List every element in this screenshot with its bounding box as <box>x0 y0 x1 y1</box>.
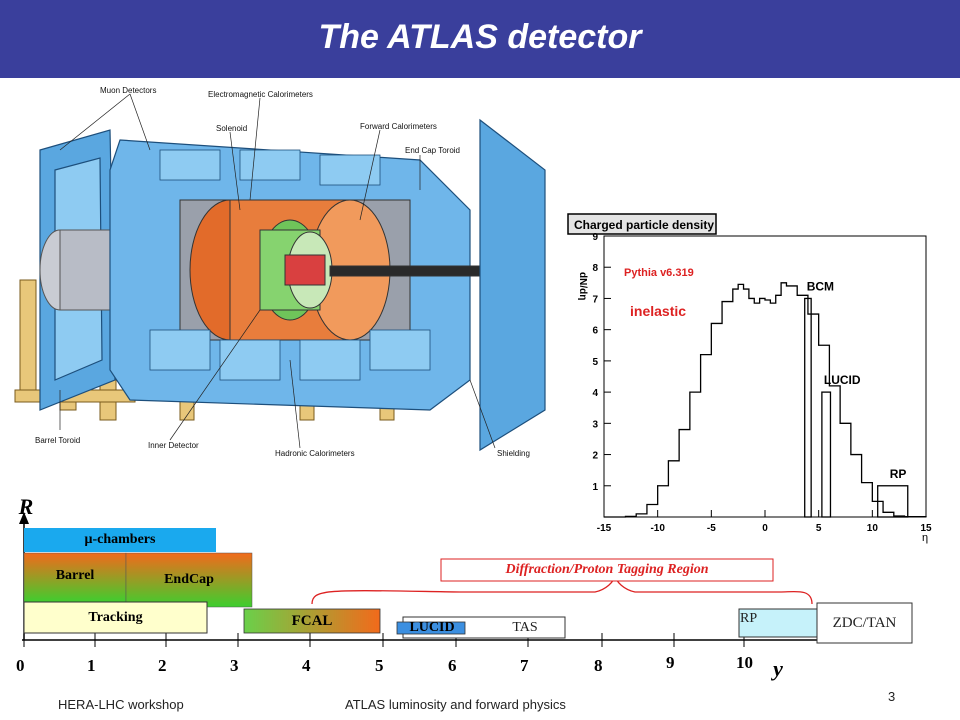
y-tick-label: 0 <box>16 656 25 675</box>
lucid-label: LUCID <box>409 620 455 635</box>
y-tick-label: 3 <box>230 656 239 675</box>
detector-label-lucid: LUCID <box>824 373 861 387</box>
y-tick-label: 7 <box>592 294 598 305</box>
x-tick-label: 5 <box>816 523 822 534</box>
y-tick-label: 8 <box>592 263 598 274</box>
detector-acceptance-bcm <box>804 297 812 518</box>
y-tick-label: 5 <box>375 656 384 675</box>
tracking-box <box>23 601 208 634</box>
y-tick-label: 8 <box>594 656 603 675</box>
charged-particle-density-plot: Charged particle density 1 2 3 4 5 6 7 8 9 -15 -10… <box>566 212 942 547</box>
y-tick-label: 6 <box>448 656 457 675</box>
x-tick-label: 0 <box>762 523 768 534</box>
x-axis-label: η <box>922 532 928 544</box>
hadronic-calorimeters-label: Hadronic Calorimeters <box>275 449 355 458</box>
generator-label: Pythia v6.319 <box>624 267 694 279</box>
plot-title: Charged particle density <box>574 218 714 232</box>
y-tick-label: 9 <box>666 653 675 672</box>
title-bar <box>0 0 960 78</box>
detector-label-rp: RP <box>890 467 907 481</box>
zdc-box <box>816 602 913 644</box>
muon-detectors-label: Muon Detectors <box>100 86 157 95</box>
y-tick-label: 6 <box>592 326 598 337</box>
x-tick-label: -5 <box>707 523 716 534</box>
y-tick-label: 4 <box>592 388 598 399</box>
y-tick-label: 1 <box>592 482 598 493</box>
y-axis-label: y <box>773 656 783 681</box>
em-calorimeters-label: Electromagnetic Calorimeters <box>208 90 313 99</box>
detector-acceptance-rp <box>877 485 909 518</box>
mu-chambers-box <box>24 528 216 552</box>
mu-chambers-label: μ-chambers <box>84 532 156 547</box>
footer-talk-title: ATLAS luminosity and forward physics <box>345 697 566 712</box>
footer-workshop: HERA-LHC workshop <box>58 697 184 712</box>
endcap-label: EndCap <box>164 572 214 587</box>
y-axis-label: dN/dη <box>577 272 588 300</box>
r-axis-label: R <box>18 494 34 519</box>
diffraction-region-label: Diffraction/Proton Tagging Region <box>505 562 709 577</box>
barrel-label: Barrel <box>55 568 95 583</box>
x-tick-label: -15 <box>597 523 612 534</box>
inner-detector-label: Inner Detector <box>148 441 199 450</box>
fcal-box <box>243 608 381 634</box>
zdc-tan-label: ZDC/TAN <box>832 614 897 631</box>
end-cap-toroid-label: End Cap Toroid <box>405 146 460 155</box>
slide-title: The ATLAS detector <box>318 18 642 56</box>
solenoid-label: Solenoid <box>216 124 248 133</box>
page-number: 3 <box>888 689 896 704</box>
endcap-box <box>125 552 253 608</box>
lucid-box <box>396 621 466 635</box>
barrel-toroid-label: Barrel Toroid <box>35 436 81 445</box>
inelastic-annotation: inelastic <box>630 303 686 319</box>
density-curve <box>604 282 927 518</box>
rp-box <box>738 608 818 638</box>
y-tick-label: 10 <box>736 653 753 672</box>
y-tick-label: 5 <box>592 357 598 368</box>
tracking-label: Tracking <box>88 610 143 625</box>
plot-title-box <box>567 213 717 235</box>
detector-acceptance-lucid <box>821 391 832 518</box>
y-tick-label: 3 <box>592 419 598 430</box>
y-tick-label: 2 <box>158 656 167 675</box>
shielding-label: Shielding <box>497 449 530 458</box>
x-tick-label: -10 <box>650 523 665 534</box>
tas-label: TAS <box>512 620 538 635</box>
x-tick-label: 15 <box>920 523 932 534</box>
x-tick-label: 10 <box>867 523 879 534</box>
y-tick-label: 2 <box>592 451 598 462</box>
y-tick-label: 7 <box>520 656 529 675</box>
forward-calorimeters-label: Forward Calorimeters <box>360 122 437 131</box>
y-tick-label: 9 <box>592 232 598 243</box>
fcal-label: FCAL <box>291 612 333 629</box>
y-tick-label: 1 <box>87 656 96 675</box>
diffraction-region-box <box>440 558 774 582</box>
r-axis-arrowhead <box>19 512 29 524</box>
rp-label: RP <box>740 611 758 626</box>
y-tick-label: 4 <box>302 656 311 675</box>
detector-label-bcm: BCM <box>807 279 834 293</box>
atlas-detector-illustration <box>0 80 556 465</box>
